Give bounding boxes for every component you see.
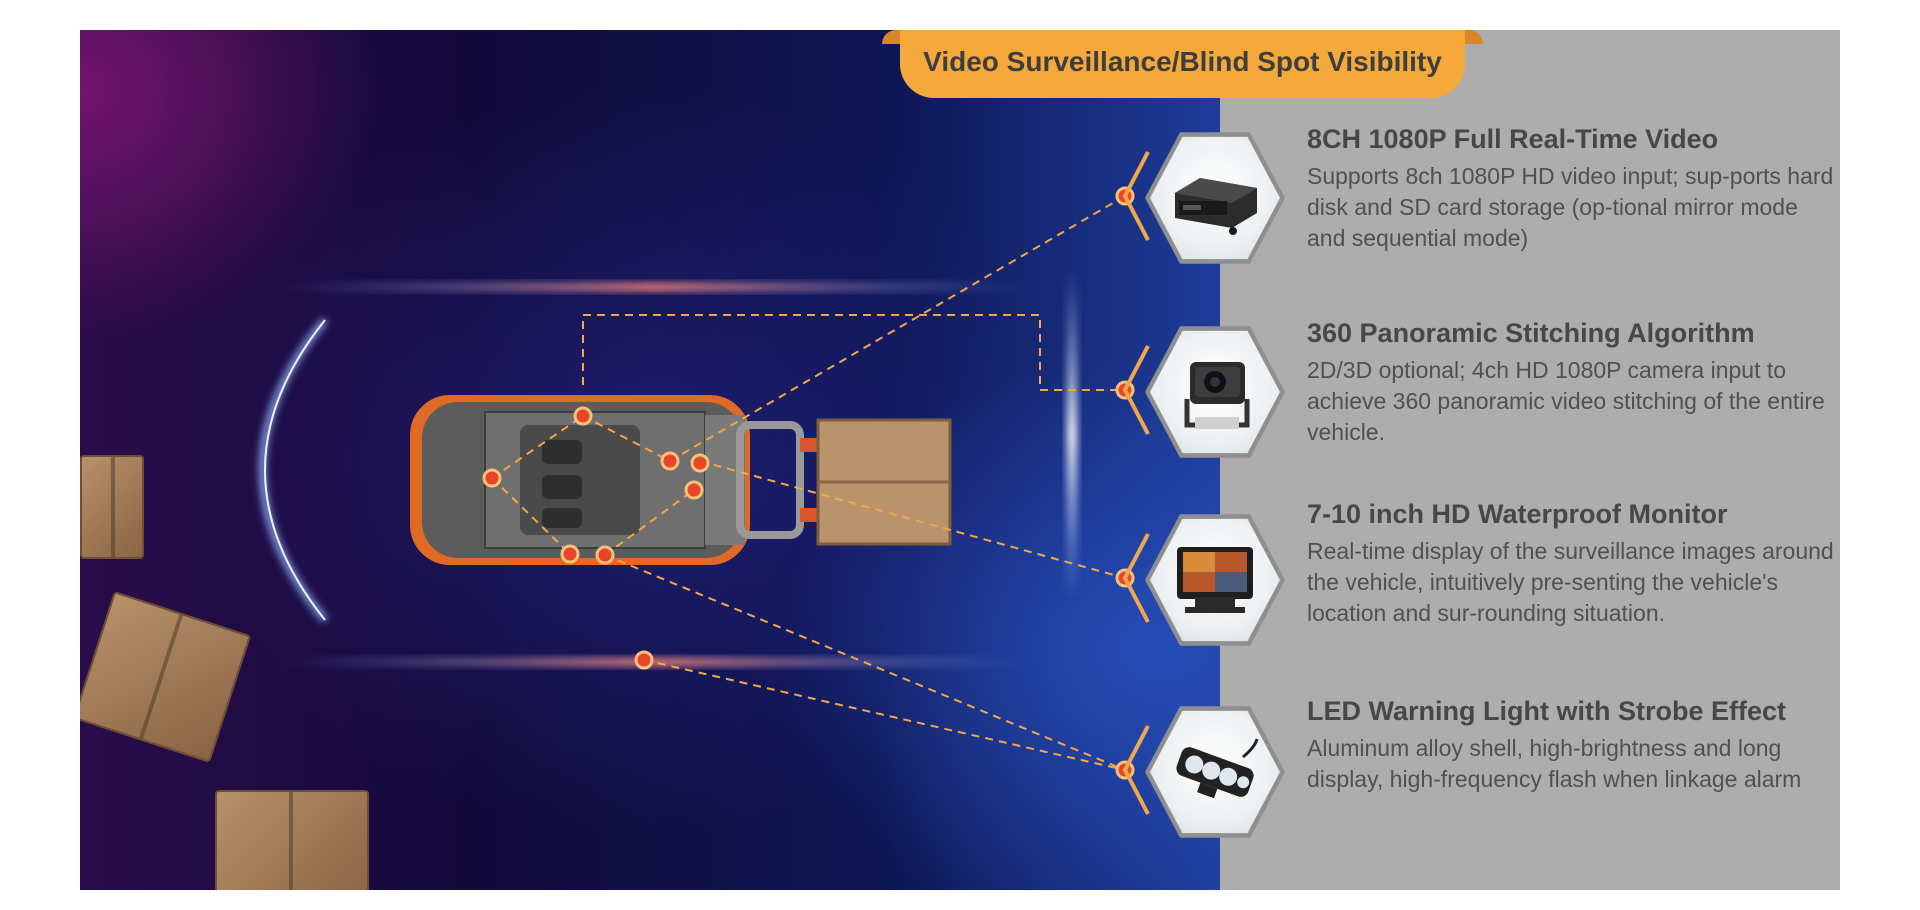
scene-graphics xyxy=(259,151,1150,815)
feature-panel xyxy=(1220,30,1840,890)
feature-title: 8CH 1080P Full Real-Time Video xyxy=(1307,124,1719,154)
feature-description: Aluminum alloy shell, high-brightness an… xyxy=(1307,735,1802,792)
feature-led: LED Warning Light with Strobe Effect Alu… xyxy=(1307,695,1837,795)
feature-title: 360 Panoramic Stitching Algorithm xyxy=(1307,318,1755,348)
crate-1 xyxy=(80,455,144,559)
feature-dvr: 8CH 1080P Full Real-Time Video Supports … xyxy=(1307,123,1837,254)
led-light-icon xyxy=(1176,738,1259,799)
coverage-outline xyxy=(582,314,1125,391)
light-streak-bottom xyxy=(280,658,1030,666)
feature-monitor: 7-10 inch HD Waterproof Monitor Real-tim… xyxy=(1307,498,1837,629)
camera-markers xyxy=(482,186,1135,780)
feature-icon-camera xyxy=(1145,322,1285,462)
feature-title: LED Warning Light with Strobe Effect xyxy=(1307,696,1786,726)
monitor-icon xyxy=(1177,547,1253,613)
feature-panoramic: 360 Panoramic Stitching Algorithm 2D/3D … xyxy=(1307,317,1837,448)
light-streak-top xyxy=(280,283,1030,291)
forklift xyxy=(410,395,830,565)
dvr-recorder-icon xyxy=(1175,178,1257,235)
camera-icon xyxy=(1184,362,1250,429)
feature-icon-dvr xyxy=(1145,128,1285,268)
hex-brackets xyxy=(1122,151,1150,815)
banner-frame: 8CH 1080P Full Real-Time Video Supports … xyxy=(80,30,1840,890)
feature-description: Supports 8ch 1080P HD video input; sup-p… xyxy=(1307,163,1834,251)
light-streak-right xyxy=(1067,270,1077,600)
feature-description: Real-time display of the surveillance im… xyxy=(1307,538,1834,626)
feature-title: 7-10 inch HD Waterproof Monitor xyxy=(1307,499,1728,529)
forklift-scene xyxy=(80,30,1220,890)
feature-icon-led xyxy=(1145,702,1285,842)
title-tab: Video Surveillance/Blind Spot Visibility xyxy=(870,30,1495,98)
feature-icon-monitor xyxy=(1145,510,1285,650)
connector-lines xyxy=(491,195,1126,771)
banner-title: Video Surveillance/Blind Spot Visibility xyxy=(923,46,1442,77)
feature-description: 2D/3D optional; 4ch HD 1080P camera inpu… xyxy=(1307,357,1825,445)
crate-3 xyxy=(215,790,369,890)
